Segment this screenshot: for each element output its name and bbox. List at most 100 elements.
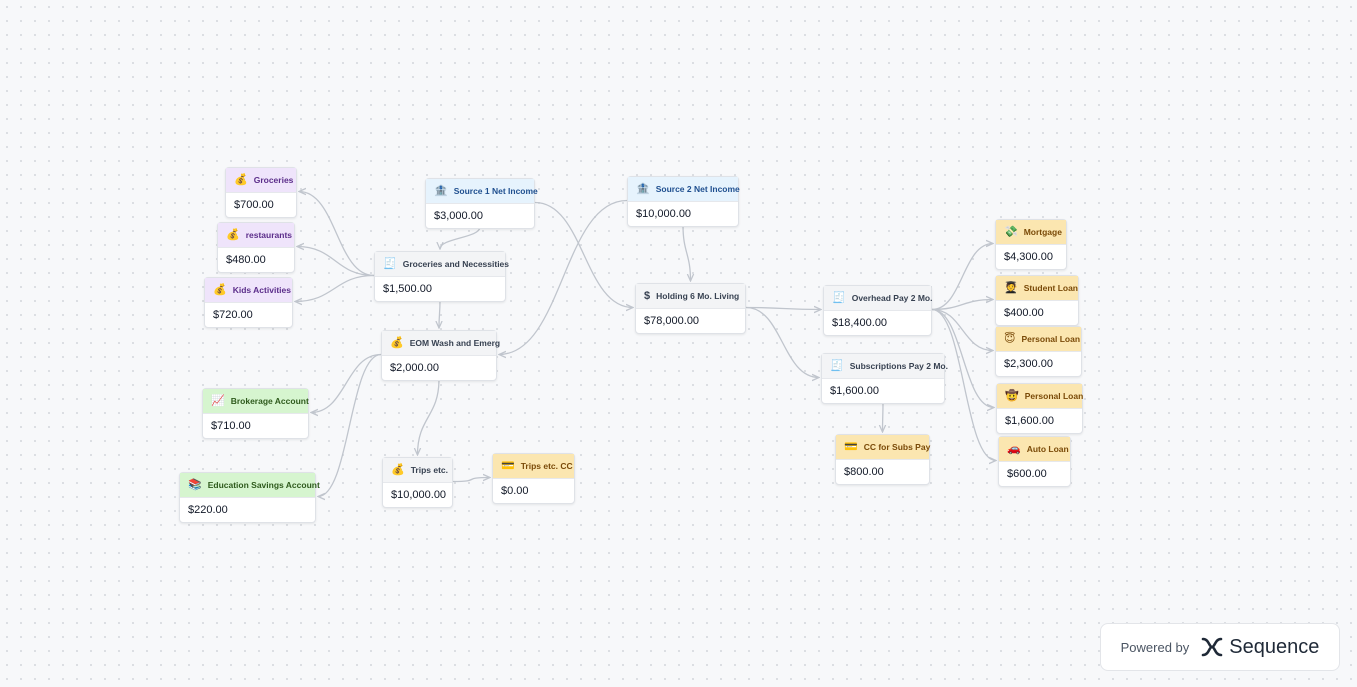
books-icon: 📚 [188, 479, 202, 491]
brand: Sequence [1201, 636, 1319, 659]
node-amount: $720.00 [213, 309, 253, 321]
edge-src1-to-holding [534, 201, 633, 308]
node-header: 😇 Personal Loan [996, 327, 1081, 352]
node-amount: $1,600.00 [830, 385, 879, 397]
node-title: CC for Subs Pay [863, 442, 931, 452]
node-personal1[interactable]: 😇 Personal Loan $2,300.00 [995, 326, 1082, 377]
node-brokerage[interactable]: 📈Brokerage Account $710.00 [202, 388, 309, 439]
edge-eom-to-brokerage [311, 353, 382, 413]
node-amount: $0.00 [501, 485, 529, 497]
node-subs[interactable]: 🧾 Subscriptions Pay 2 Mo. $1,600.00 [821, 353, 948, 404]
edge-overhead-to-mortgage [931, 244, 993, 311]
node-amount: $3,000.00 [434, 210, 483, 222]
node-amount: $800.00 [844, 466, 884, 478]
node-header: 🧾 Groceries and Necessities [375, 252, 509, 277]
node-amount: $710.00 [211, 420, 251, 432]
node-personal2[interactable]: 🤠Personal Loan$1,600.00 [996, 383, 1083, 434]
node-amount: $10,000.00 [636, 208, 692, 220]
car-icon: 🚗 [1007, 443, 1021, 455]
node-header: 📈Brokerage Account [203, 389, 309, 414]
edge-overhead-to-personal1 [931, 308, 993, 351]
node-title: Subscriptions Pay 2 Mo. [849, 361, 948, 371]
node-header: 💰EOM Wash and Emerg [382, 331, 500, 356]
node-header: 🏦 Source 1 Net Income [426, 179, 538, 204]
node-title: Trips etc. CC [520, 461, 573, 471]
student-icon: 🧑‍🎓 [1004, 282, 1018, 294]
node-title: Source 2 Net Income [655, 184, 740, 194]
money-bag-icon: 💰 [234, 174, 248, 186]
edge-trips-to-tripscc [452, 478, 490, 483]
node-header: 💰 Kids Activities [205, 278, 292, 303]
node-title: Groceries [253, 175, 294, 185]
face-icon: 😇 [1004, 333, 1016, 345]
node-src2[interactable]: 🏦Source 2 Net Income $10,000.00 [627, 176, 740, 227]
node-gronec[interactable]: 🧾 Groceries and Necessities $1,500.00 [374, 251, 509, 302]
node-header: 💳 Trips etc. CC [493, 454, 574, 479]
node-title: Source 1 Net Income [453, 186, 538, 196]
node-mortgage[interactable]: 💸Mortgage $4,300.00 [995, 219, 1067, 270]
node-header: 💳 CC for Subs Pay [836, 435, 931, 460]
receipt-icon: 🧾 [383, 258, 397, 270]
node-student[interactable]: 🧑‍🎓Student Loan$400.00 [995, 275, 1079, 326]
edge-holding-to-subs [745, 306, 819, 378]
node-holding[interactable]: $ Holding 6 Mo. Living $78,000.00 [635, 283, 746, 334]
node-header: 🏦Source 2 Net Income [628, 177, 740, 202]
node-ccsubs[interactable]: 💳 CC for Subs Pay $800.00 [835, 434, 930, 485]
node-eom[interactable]: 💰EOM Wash and Emerg$2,000.00 [381, 330, 500, 381]
credit-card-icon: 💳 [844, 441, 858, 453]
node-amount: $1,600.00 [1005, 415, 1054, 427]
node-tripscc[interactable]: 💳 Trips etc. CC $0.00 [492, 453, 575, 504]
node-auto[interactable]: 🚗 Auto Loan $600.00 [998, 436, 1071, 487]
credit-card-icon: 💳 [501, 460, 515, 472]
money-bag-icon: 💰 [226, 229, 240, 241]
node-title: Education Savings Account [207, 480, 320, 490]
powered-by-badge[interactable]: Powered by Sequence [1100, 623, 1340, 671]
node-header: 💸Mortgage [996, 220, 1066, 245]
edge-gronec-to-restaurants [297, 247, 375, 277]
node-amount: $1,500.00 [383, 283, 432, 295]
receipt-icon: 🧾 [832, 292, 846, 304]
node-amount: $600.00 [1007, 468, 1047, 480]
edge-subs-to-ccsubs [883, 401, 884, 432]
node-amount: $700.00 [234, 199, 274, 211]
node-header: 🧾Overhead Pay 2 Mo. [824, 286, 933, 311]
node-education[interactable]: 📚Education Savings Account$220.00 [179, 472, 320, 523]
node-title: Groceries and Necessities [402, 259, 510, 269]
edge-eom-to-trips [418, 378, 440, 455]
node-groceries[interactable]: 💰 Groceries $700.00 [225, 167, 297, 218]
chart-up-icon: 📈 [211, 395, 225, 407]
node-overhead[interactable]: 🧾Overhead Pay 2 Mo. $18,400.00 [823, 285, 933, 336]
node-title: Mortgage [1023, 227, 1062, 237]
node-title: Personal Loan [1021, 334, 1081, 344]
node-title: restaurants [245, 230, 293, 240]
node-kids[interactable]: 💰 Kids Activities $720.00 [204, 277, 293, 328]
node-title: Personal Loan [1024, 391, 1084, 401]
edge-gronec-to-groceries [299, 192, 375, 277]
node-amount: $78,000.00 [644, 315, 700, 327]
edge-src2-to-holding [682, 224, 691, 281]
node-src1[interactable]: 🏦 Source 1 Net Income $3,000.00 [425, 178, 538, 229]
edge-overhead-to-student [931, 300, 993, 311]
powered-by-label: Powered by [1120, 639, 1190, 655]
node-header: 💰 Groceries [226, 168, 296, 193]
money-bag-icon: 💰 [213, 284, 227, 296]
bank-icon: 🏦 [434, 185, 448, 197]
edge-holding-to-overhead [745, 308, 821, 310]
node-trips[interactable]: 💰Trips etc.$10,000.00 [382, 457, 453, 508]
node-header: 💰Trips etc. [383, 458, 452, 483]
node-header: $ Holding 6 Mo. Living [636, 284, 745, 309]
node-title: Trips etc. [410, 465, 449, 475]
brand-name: Sequence [1229, 635, 1320, 658]
node-title: Holding 6 Mo. Living [656, 291, 740, 301]
node-title: Kids Activities [232, 285, 291, 295]
dollar-icon: $ [644, 290, 651, 302]
node-amount: $4,300.00 [1004, 251, 1053, 263]
node-header: 🧾 Subscriptions Pay 2 Mo. [822, 354, 948, 379]
node-amount: $18,400.00 [832, 317, 888, 329]
node-amount: $2,300.00 [1004, 358, 1053, 370]
node-restaurants[interactable]: 💰restaurants$480.00 [217, 222, 295, 273]
node-header: 🧑‍🎓Student Loan [996, 276, 1078, 301]
node-title: Auto Loan [1026, 444, 1069, 454]
receipt-icon: 🧾 [830, 360, 844, 372]
edge-eom-to-education [318, 353, 382, 497]
